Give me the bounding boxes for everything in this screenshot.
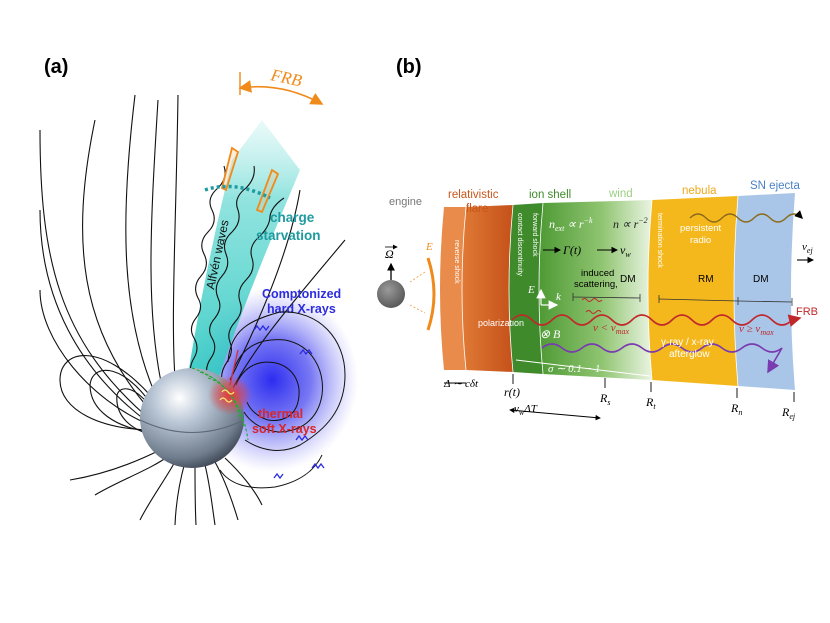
region-sn-ejecta — [734, 193, 795, 390]
r-s-label: Rs — [599, 391, 610, 407]
panel-b-label: (b) — [396, 56, 422, 78]
n-wind-label: n ∝ r−2 — [613, 216, 648, 231]
dm-label-wind: DM — [620, 274, 636, 285]
engine-label: engine — [389, 196, 422, 208]
termination-shock-label: termination shock — [656, 213, 663, 268]
panel-a: (a) — [39, 56, 358, 526]
sn-ejecta-title: SN ejecta — [750, 180, 800, 192]
region-reverse-shock — [440, 207, 466, 370]
dm-comma: , — [615, 279, 618, 290]
twisted-loops — [219, 311, 346, 489]
r-ej-label: Rej — [781, 405, 796, 421]
frb-label-a: FRB — [268, 65, 304, 90]
vw-dt-label: vwΔT — [514, 403, 538, 417]
panel-a-label: (a) — [44, 56, 68, 78]
hot-spot — [208, 375, 252, 415]
hot-spot-squiggles — [219, 389, 235, 403]
dm-label-ejecta: DM — [753, 274, 769, 285]
induced-label-1: induced — [581, 268, 614, 279]
thermal-label-1: thermal — [258, 407, 303, 421]
reverse-shock-label: reverse shock — [453, 240, 460, 284]
hot-spot-arrow — [229, 349, 239, 386]
charge-starvation-arc — [204, 184, 271, 200]
afterglow-wave — [541, 343, 783, 374]
induced-photon-2 — [585, 310, 602, 314]
nebula-title: nebula — [682, 185, 717, 197]
r-n-label: Rn — [730, 401, 742, 417]
star-equator — [139, 419, 245, 433]
engine-ray-2 — [409, 304, 426, 314]
polarization-label: polarization — [478, 318, 524, 328]
contact-discontinuity-label: contact discontinuity — [516, 213, 523, 277]
flare-title-1: relativistic — [448, 189, 499, 201]
dm-bar-wind-ticks — [572, 293, 641, 302]
comptonized-label-1: Comptonized — [262, 287, 341, 301]
energy-label: E — [425, 241, 433, 253]
comptonized-label-2: hard X-rays — [267, 302, 336, 316]
rm-bar — [658, 298, 739, 302]
vw-label: vw — [620, 243, 631, 259]
induced-photon-1 — [581, 298, 603, 302]
engine-ray-1 — [409, 271, 426, 283]
panel-b: (b) engine Ω E relativistic flare ion sh… — [377, 56, 818, 421]
b-vector-label: ⊗ B — [540, 327, 561, 341]
charge-label-1: charge — [270, 210, 315, 225]
dm-bar-wind — [572, 296, 641, 299]
gamma-label: Γ(t) — [562, 243, 581, 257]
sigma-label: σ ∼ 0.1 − 1 — [548, 363, 600, 375]
xray-photon-squiggles — [253, 324, 325, 480]
frb-arc-arrow — [238, 80, 324, 105]
region-relativistic-flare — [462, 205, 513, 372]
r-t-label: r(t) — [504, 385, 520, 399]
rm-label: RM — [698, 274, 714, 285]
persistent-radio-1: persistent — [680, 223, 722, 234]
e-vector-label: E — [527, 284, 535, 296]
omega-label: Ω — [385, 247, 394, 261]
region-nebula — [648, 196, 738, 386]
induced-label-2: scattering — [574, 279, 615, 290]
n-ext-label: next∝ r−k — [549, 216, 593, 233]
flare-title-2: flare — [466, 203, 488, 215]
alfven-wave-lines — [189, 165, 285, 383]
frb-wave — [511, 314, 802, 327]
sigma-line — [515, 359, 651, 377]
vw-dt-arrow — [509, 407, 601, 421]
region-ion-shell — [509, 203, 543, 374]
open-field-bundle — [188, 120, 300, 380]
v-ej-label: vej — [802, 241, 813, 255]
region-wind — [539, 200, 652, 380]
thermal-label-2: soft X-rays — [252, 422, 317, 436]
r-tt-label: Rt — [645, 395, 656, 411]
afterglow-label-2: afterglow — [669, 349, 710, 360]
persistent-radio-wave — [689, 210, 803, 223]
afterglow-label-1: γ-ray / x-ray — [661, 337, 714, 348]
nu-lt-label: ν < νmax — [593, 322, 629, 336]
k-vector-label: k — [556, 291, 562, 303]
ion-shell-title: ion shell — [529, 189, 571, 201]
energy-arc — [426, 257, 436, 331]
dm-bar-ejecta — [737, 300, 793, 303]
nu-ge-label: ν ≥ νmax — [739, 323, 774, 337]
frb-emission-cones — [220, 146, 280, 214]
wind-title: wind — [608, 188, 633, 200]
delta-label: Δ ∼ cδt — [443, 378, 479, 390]
frb-label-b: FRB — [796, 306, 818, 318]
engine-sphere — [377, 280, 405, 308]
charge-label-2: starvation — [256, 228, 321, 243]
forward-shock-label: forward shock — [531, 213, 538, 257]
persistent-radio-2: radio — [690, 235, 711, 246]
